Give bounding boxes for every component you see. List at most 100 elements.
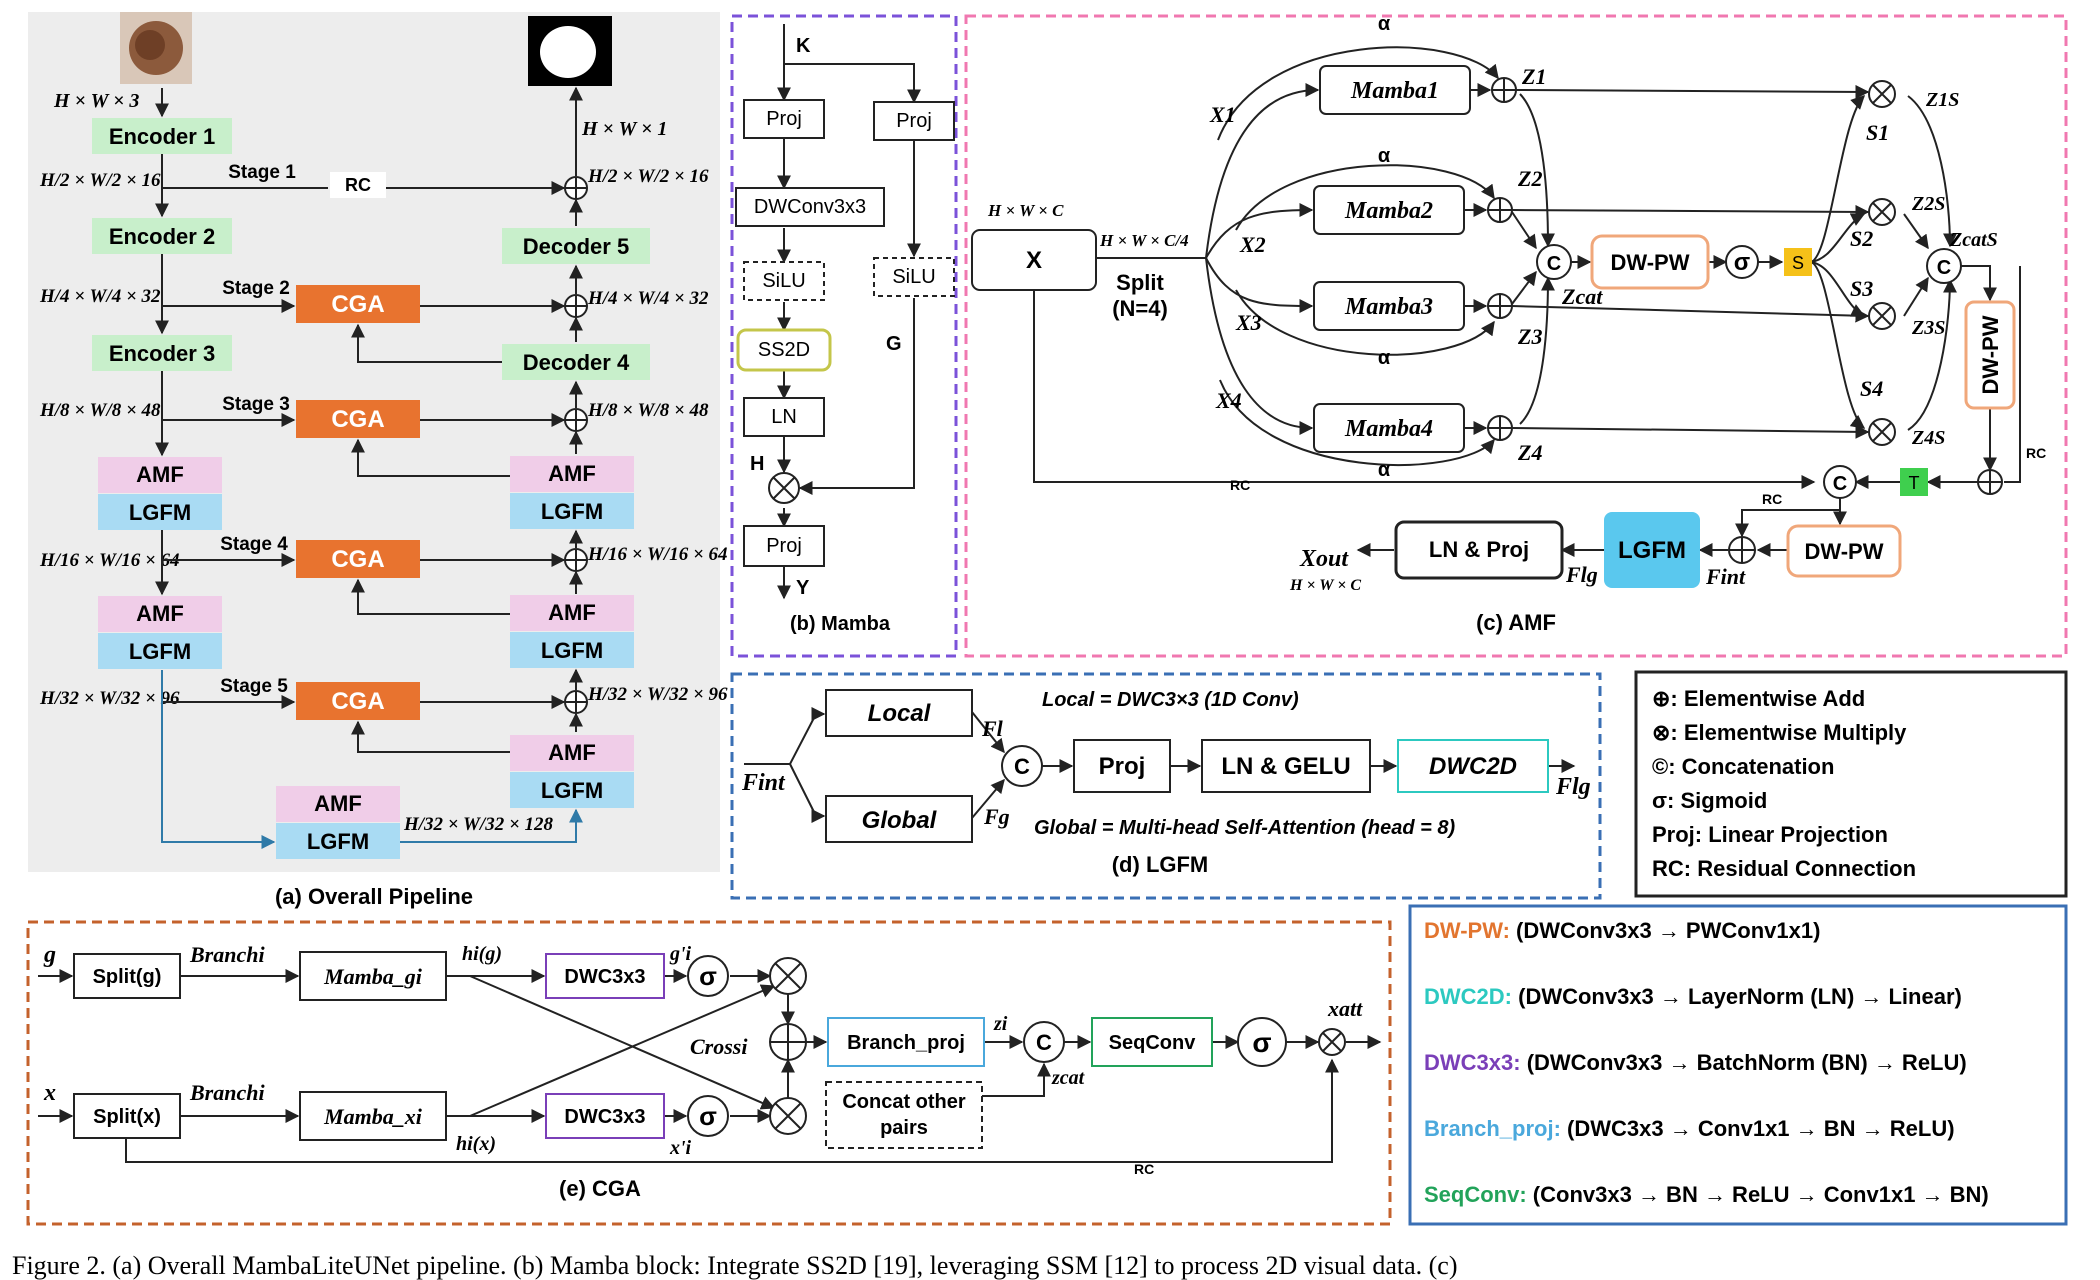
- amf-z3s: Z3S: [1911, 317, 1945, 339]
- input-dim-label: H × W × 3: [53, 90, 139, 112]
- rc-box: [330, 172, 386, 198]
- panel-amf: H × W × C X H × W × C/4 Split (N=4): [964, 13, 2068, 658]
- svg-text:S: S: [1792, 253, 1804, 273]
- pipeline-background: [28, 12, 720, 872]
- def-dwc2d-val: (DWConv3x3 → LayerNorm (LN) → Linear): [1512, 984, 1962, 1009]
- amf-x-label: X: [1026, 247, 1042, 274]
- amf-dwpw-3: [1786, 524, 1902, 578]
- amf-zscat: ZcatS: [1949, 229, 1998, 251]
- panel-overall-pipeline: H × W × 3 H × W × 1 Encoder 1 Encoder 2 …: [28, 12, 728, 909]
- svg-text:SiLU: SiLU: [762, 270, 805, 292]
- legend-item-concat: ©: Concatenation: [1652, 754, 1834, 779]
- def-seqconv: SeqConv: (Conv3x3 → BN → ReLU → Conv1x1 …: [1424, 1182, 1989, 1207]
- amf-dwpw-2: [1964, 300, 2016, 410]
- cga-cross: Crossi: [690, 1034, 748, 1059]
- def-dwpw-val: (DWConv3x3 → PWConv1x1): [1510, 918, 1821, 943]
- svg-text:C: C: [1937, 257, 1951, 279]
- stage-3-label: Stage 3: [222, 394, 290, 415]
- enc-dim-1: H/2 × W/2 × 16: [39, 170, 161, 191]
- cga-branch-x: Branchi: [189, 1080, 265, 1105]
- input-image: [120, 12, 192, 84]
- legend-item-add: ⊕: Elementwise Add: [1652, 686, 1865, 711]
- stage-5-label: Stage 5: [220, 676, 288, 697]
- stage-2-label: Stage 2: [222, 278, 290, 299]
- svg-text:AMF: AMF: [136, 462, 184, 487]
- mamba-ln: [743, 397, 825, 437]
- amf-mamba-1: [1319, 65, 1471, 115]
- svg-text:C: C: [1014, 754, 1030, 779]
- amf-s1: S1: [1866, 120, 1889, 145]
- encoder-2-box: [92, 218, 232, 254]
- dec-dim-4: H/16 × W/16 × 64: [587, 544, 728, 565]
- amf-dwpw-1: [1590, 234, 1710, 290]
- svg-text:LN & Proj: LN & Proj: [1429, 537, 1529, 562]
- amf-s2: S2: [1850, 226, 1873, 251]
- cga-zcat: zcat: [1051, 1067, 1086, 1089]
- amf-border: [964, 14, 2068, 658]
- enc-dim-2: H/4 × W/4 × 32: [39, 286, 161, 307]
- cga-border: [26, 920, 1392, 1226]
- mamba-proj-3: [743, 525, 825, 567]
- lgfm-local-box: [825, 689, 973, 737]
- amf-alpha-4: α: [1378, 459, 1391, 481]
- svg-text:AMF: AMF: [548, 600, 596, 625]
- svg-text:Mamba1: Mamba1: [1350, 78, 1439, 104]
- cga-branch-proj: [827, 1017, 985, 1067]
- svg-text:DWC3x3: DWC3x3: [564, 966, 645, 988]
- amf-rc-small: RC: [2026, 445, 2046, 461]
- svg-text:Split(x): Split(x): [93, 1106, 161, 1128]
- amf-x2: X2: [1239, 232, 1266, 257]
- cga-sigma-g: [687, 955, 729, 997]
- lgfm-concat: [1001, 745, 1043, 787]
- mamba-h: H: [750, 453, 764, 475]
- amf-x-dim: H × W × C: [987, 201, 1064, 220]
- svg-text:Proj: Proj: [896, 110, 932, 132]
- cga-seqconv: [1091, 1017, 1213, 1067]
- lgfm-dwc2d-box: [1397, 739, 1549, 793]
- cga-split-x: [73, 1093, 181, 1139]
- mamba-ss2d: [736, 328, 832, 372]
- amf-rc-label-2: RC: [1762, 491, 1782, 507]
- mamba-border: [730, 14, 958, 658]
- legend-item-multiply: ⊗: Elementwise Multiply: [1652, 720, 1907, 745]
- svg-text:DW-PW: DW-PW: [1611, 250, 1690, 275]
- amf-concat-3: [1823, 465, 1857, 499]
- amf-lgfm-encoder-2: AMF LGFM: [98, 596, 222, 669]
- amf-x3: X3: [1235, 310, 1262, 335]
- dec-dim-5: H/32 × W/32 × 96: [587, 684, 728, 705]
- svg-text:Concat other: Concat other: [842, 1091, 966, 1113]
- encoder-1-label: Encoder 1: [109, 124, 215, 149]
- svg-text:AMF: AMF: [314, 791, 362, 816]
- enc-dim-3: H/8 × W/8 × 48: [39, 400, 161, 421]
- mamba-proj-1: [743, 99, 825, 139]
- svg-text:pairs: pairs: [880, 1117, 928, 1139]
- amf-x4: X4: [1215, 388, 1242, 413]
- svg-text:Global: Global: [862, 807, 938, 834]
- amf-lnproj-box: [1394, 520, 1564, 580]
- svg-text:LGFM: LGFM: [541, 499, 603, 524]
- cga-xatt: xatt: [1327, 996, 1363, 1021]
- svg-text:DWConv3x3: DWConv3x3: [754, 196, 866, 218]
- svg-text:AMF: AMF: [548, 461, 596, 486]
- lgfm-local-note: Local = DWC3×3 (1D Conv): [1042, 689, 1299, 711]
- svg-text:Mamba2: Mamba2: [1344, 198, 1433, 224]
- def-branchproj-val: (DWC3x3 → Conv1x1 → BN → ReLU): [1561, 1116, 1955, 1141]
- enc-dim-5: H/32 × W/32 × 96: [39, 688, 180, 709]
- svg-text:σ: σ: [1252, 1027, 1271, 1058]
- svg-text:DW-PW: DW-PW: [1805, 539, 1884, 564]
- def-branchproj-key: Branch_proj:: [1424, 1116, 1561, 1141]
- amf-xout-dim: H × W × C: [1289, 577, 1361, 594]
- stage-1-label: Stage 1: [228, 162, 296, 183]
- lgfm-fg: Fg: [983, 804, 1010, 829]
- amf-lgfm-box: [1604, 512, 1700, 588]
- output-mask-image: [528, 16, 612, 86]
- amf-flg: Flg: [1565, 562, 1598, 587]
- cga-multiply-nodes: [769, 957, 807, 1135]
- decoder-5-label: Decoder 5: [523, 234, 629, 259]
- cga-mamba-x: [299, 1091, 447, 1141]
- bottleneck-connectors: [161, 670, 583, 849]
- svg-text:CGA: CGA: [331, 291, 384, 318]
- amf-split-label: Split: [1116, 270, 1164, 295]
- amf-z2s: Z2S: [1911, 193, 1945, 215]
- def-dwc3x3-val: (DWConv3x3 → BatchNorm (BN) → ReLU): [1521, 1050, 1967, 1075]
